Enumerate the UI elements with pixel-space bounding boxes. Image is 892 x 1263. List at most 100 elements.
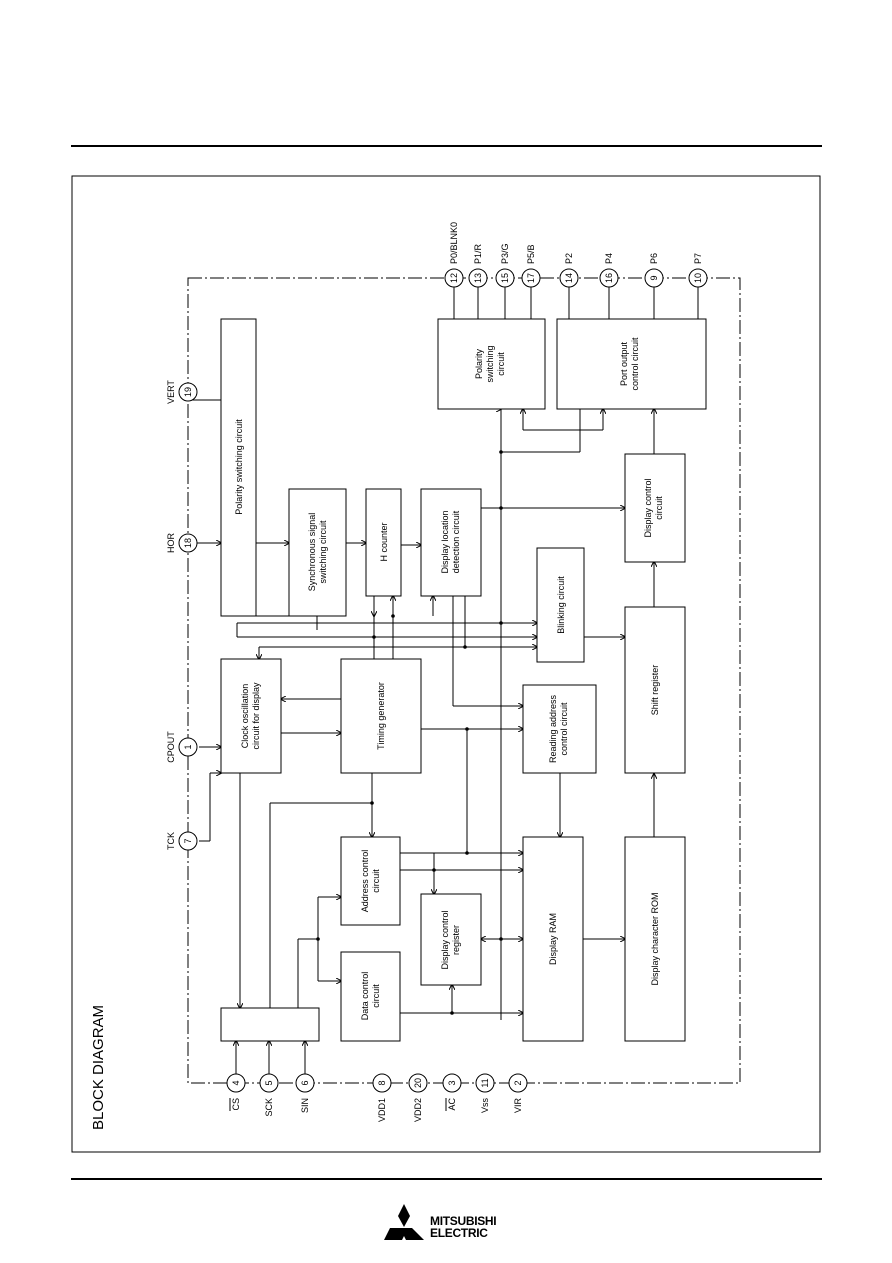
svg-text:16: 16 [604, 273, 614, 283]
svg-text:P4: P4 [604, 253, 614, 264]
svg-text:switching: switching [485, 345, 495, 382]
pins-bottom: 4 CS 5 SCK 6 SIN 8 VDD1 20 VDD2 3 AC 11 … [226, 1073, 528, 1122]
pin-vert: 19 VERT [166, 380, 198, 404]
block-display-control: Display control circuit [624, 453, 686, 563]
block-display-control-register: Display control register [420, 893, 482, 986]
block-polarity-left-label: Polarity switching circuit [234, 419, 244, 515]
svg-text:6: 6 [300, 1080, 310, 1085]
pin-p2: 14 P2 [559, 253, 579, 288]
svg-text:CS: CS [231, 1098, 241, 1111]
header-rule [71, 145, 822, 147]
logo-text-electric: ELECTRIC [430, 1226, 488, 1240]
block-blinking: Blinking circuit [536, 547, 585, 663]
svg-text:19: 19 [183, 387, 193, 397]
pins-top: 12 P0/BLNK0 13 P1/R 15 P3/G 17 P5/B 14 P… [444, 222, 708, 288]
svg-text:9: 9 [649, 275, 659, 280]
mitsubishi-logo-icon [384, 1204, 424, 1240]
pin-sck: 5 SCK [259, 1073, 279, 1117]
chip-boundary [187, 277, 741, 1084]
svg-text:Vss: Vss [480, 1098, 490, 1114]
block-sync-switch: Synchronous signal switching circuit [288, 488, 347, 617]
block-polarity-right: Polarity switching circuit [437, 318, 546, 410]
svg-text:3: 3 [447, 1080, 457, 1085]
svg-text:Address control: Address control [360, 850, 370, 913]
svg-text:Blinking circuit: Blinking circuit [556, 576, 566, 634]
svg-text:P3/G: P3/G [500, 243, 510, 264]
pin-cpout: 1 CPOUT [166, 731, 198, 763]
pin-p5: 17 P5/B [521, 244, 541, 288]
svg-text:circuit: circuit [371, 984, 381, 1008]
svg-text:control circuit: control circuit [559, 702, 569, 756]
block-serial-interface [220, 1007, 320, 1042]
svg-text:17: 17 [526, 273, 536, 283]
svg-text:P1/R: P1/R [473, 243, 483, 264]
pin-sin: 6 SIN [295, 1073, 315, 1113]
pin-p0: 12 P0/BLNK0 [444, 222, 464, 288]
svg-text:switching circuit: switching circuit [318, 520, 328, 584]
block-port-output: Port output control circuit [556, 318, 707, 410]
block-display-location: Display location detection circuit [420, 488, 482, 597]
diagram-frame [71, 175, 821, 1153]
svg-text:Clock oscillation: Clock oscillation [240, 684, 250, 749]
pins-left: 19 VERT 18 HOR 1 CPOUT 7 TCK [166, 380, 198, 851]
svg-text:14: 14 [564, 273, 574, 283]
pin-p4: 16 P4 [599, 253, 619, 288]
block-polarity-left: Polarity switching circuit [220, 318, 257, 617]
block-display-ram: Display RAM [522, 836, 584, 1042]
svg-text:detection circuit: detection circuit [451, 510, 461, 573]
svg-text:CPOUT: CPOUT [166, 731, 176, 763]
svg-text:11: 11 [480, 1078, 490, 1087]
svg-text:Display character ROM: Display character ROM [650, 892, 660, 985]
pin-vss: 11 Vss [475, 1073, 495, 1114]
block-shift-register: Shift register [624, 606, 686, 774]
svg-text:20: 20 [413, 1078, 423, 1088]
block-data-control: Data control circuit [340, 951, 401, 1042]
pin-vdd2: 20 VDD2 [408, 1073, 428, 1122]
svg-text:Reading address: Reading address [548, 694, 558, 763]
svg-text:P0/BLNK0: P0/BLNK0 [449, 222, 459, 264]
svg-text:7: 7 [183, 838, 193, 843]
svg-text:SCK: SCK [264, 1098, 274, 1117]
pin-ac: 3 AC [442, 1073, 462, 1111]
svg-text:Timing generator: Timing generator [376, 682, 386, 750]
svg-text:13: 13 [473, 273, 483, 283]
pin-p1: 13 P1/R [468, 243, 488, 288]
svg-text:18: 18 [183, 538, 193, 548]
svg-text:Display control: Display control [643, 478, 653, 537]
svg-text:circuit: circuit [654, 496, 664, 520]
svg-text:circuit: circuit [371, 869, 381, 893]
block-h-counter: H counter [365, 488, 402, 597]
block-character-rom: Display character ROM [624, 836, 686, 1042]
pin-cs: 4 CS [226, 1073, 246, 1111]
svg-text:Display location: Display location [440, 510, 450, 573]
svg-text:Display control: Display control [440, 910, 450, 969]
svg-text:VIR: VIR [513, 1098, 523, 1114]
footer-rule [71, 1178, 822, 1180]
pin-vir: 2 VIR [508, 1073, 528, 1114]
svg-text:circuit: circuit [496, 352, 506, 376]
diagram-title: BLOCK DIAGRAM [90, 1005, 107, 1130]
block-address-control: Address control circuit [340, 836, 401, 926]
pin-p3: 15 P3/G [495, 243, 515, 288]
svg-text:TCK: TCK [166, 832, 176, 850]
svg-text:P6: P6 [649, 253, 659, 264]
block-reading-address: Reading address control circuit [522, 684, 597, 774]
svg-text:4: 4 [231, 1080, 241, 1085]
pin-tck: 7 TCK [166, 831, 198, 851]
svg-text:register: register [451, 925, 461, 955]
block-clock-osc: Clock oscillation circuit for display [220, 658, 282, 774]
block-timing-generator: Timing generator [340, 658, 422, 774]
pin-vdd1: 8 VDD1 [372, 1073, 392, 1122]
svg-text:P7: P7 [693, 253, 703, 264]
svg-text:VDD2: VDD2 [413, 1098, 423, 1122]
svg-text:Port output: Port output [619, 341, 629, 386]
svg-text:control circuit: control circuit [630, 337, 640, 391]
svg-text:Shift register: Shift register [650, 665, 660, 716]
logo-text-mitsubishi: MITSUBISHI [430, 1214, 497, 1228]
pin-hor: 18 HOR [166, 533, 198, 553]
svg-text:Polarity: Polarity [474, 348, 484, 379]
svg-text:1: 1 [183, 744, 193, 749]
svg-text:Data control: Data control [360, 972, 370, 1021]
svg-text:P2: P2 [564, 253, 574, 264]
